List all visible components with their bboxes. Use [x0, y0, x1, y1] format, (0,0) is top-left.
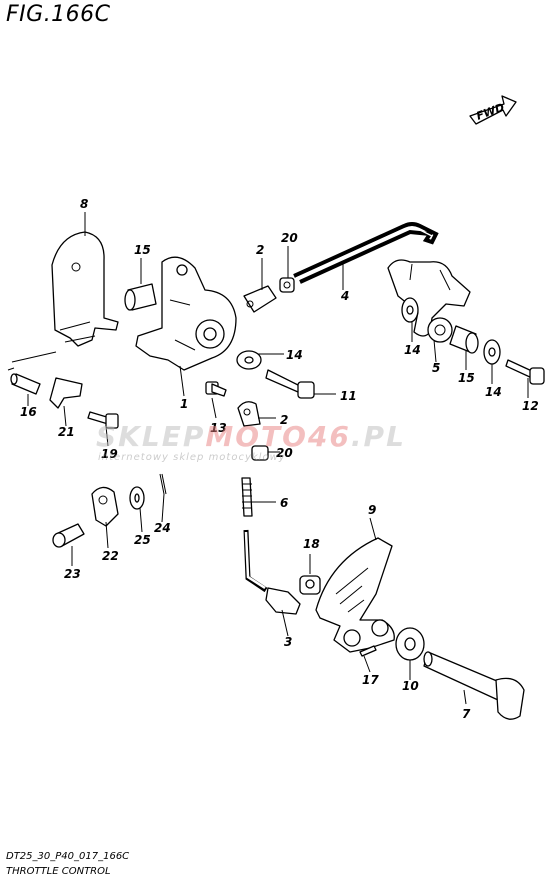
callout-19: 19 — [101, 447, 118, 461]
part-25-washer — [129, 486, 145, 510]
part-14-washer-b — [401, 297, 419, 323]
callout-24: 24 — [154, 521, 171, 535]
callout-17: 17 — [362, 673, 379, 687]
part-6-rod — [241, 477, 268, 593]
callout-4: 4 — [340, 289, 349, 303]
part-23-pin — [52, 523, 85, 548]
callout-8: 8 — [80, 197, 88, 211]
callout-5: 5 — [432, 361, 440, 375]
footer-name: THROTTLE CONTROL — [6, 866, 111, 877]
part-2-link-lower — [237, 401, 261, 427]
callout-23: 23 — [64, 567, 81, 581]
part-9-lever — [315, 537, 395, 653]
callout-9: 9 — [368, 503, 376, 517]
figure-title: FIG.166C — [6, 2, 111, 27]
watermark-moto46: MOTO46 — [205, 420, 351, 453]
callout-16: 16 — [20, 405, 37, 419]
callout-1: 1 — [180, 397, 188, 411]
part-16-pin — [10, 373, 41, 395]
part-24-cotter-pin — [159, 473, 167, 495]
part-11-bolt — [265, 369, 315, 399]
part-4-rod — [293, 222, 439, 284]
part-17-pin — [359, 645, 377, 657]
svg-text:SKLEPMOTO46.PL: SKLEPMOTO46.PL — [96, 420, 406, 453]
part-12-bolt — [505, 359, 545, 385]
callout-20-lower: 20 — [276, 446, 293, 460]
callout-14-a: 14 — [286, 348, 303, 362]
callout-2-upper: 2 — [256, 243, 264, 257]
watermark: SKLEPMOTO46.PL internetowy sklep motocyk… — [96, 420, 406, 463]
callout-2-lower: 2 — [280, 413, 288, 427]
part-14-washer-a — [236, 350, 262, 370]
callout-13: 13 — [210, 421, 227, 435]
part-22-clip — [91, 486, 119, 527]
part-21-clip — [49, 377, 83, 409]
leader-lines — [27, 212, 529, 705]
callout-14-b: 14 — [404, 343, 421, 357]
callout-12: 12 — [522, 399, 539, 413]
callout-6: 6 — [280, 496, 288, 510]
callout-15-right: 15 — [458, 371, 475, 385]
part-7-shaft — [423, 651, 525, 720]
part-14-washer-c — [483, 339, 501, 365]
part-20-nut-upper — [279, 277, 295, 293]
fwd-label: FWD — [475, 101, 506, 123]
watermark-pl: .PL — [351, 420, 406, 453]
callout-25: 25 — [134, 533, 151, 547]
part-3-clip — [265, 587, 301, 615]
part-19-bolt — [87, 411, 119, 429]
part-5-lever — [387, 259, 471, 343]
footer-code: DT25_30_P40_017_166C — [6, 851, 130, 862]
callout-3: 3 — [284, 635, 292, 649]
part-13-screw — [205, 381, 227, 397]
callout-labels: 1 2 2 3 4 5 6 7 8 9 10 11 12 13 14 14 14… — [20, 197, 539, 721]
part-15-bushing-right — [449, 325, 479, 354]
watermark-sklep: SKLEP — [96, 420, 205, 453]
callout-14-c: 14 — [485, 385, 502, 399]
callout-11: 11 — [340, 389, 357, 403]
callout-10: 10 — [402, 679, 419, 693]
callout-18: 18 — [303, 537, 320, 551]
part-2-link-upper — [243, 285, 277, 313]
part-10-spacer — [395, 627, 425, 661]
callout-15-left: 15 — [134, 243, 151, 257]
callout-7: 7 — [462, 707, 471, 721]
part-18-bushing — [299, 575, 321, 595]
part-8-bracket — [51, 231, 119, 347]
callout-20-upper: 20 — [281, 231, 298, 245]
watermark-subtitle: internetowy sklep motocyklowy — [98, 452, 286, 463]
callout-21: 21 — [58, 425, 75, 439]
part-1-throttle-cam — [135, 256, 237, 371]
fwd-arrow-icon: FWD — [469, 95, 517, 125]
callout-22: 22 — [102, 549, 119, 563]
part-15-bushing — [124, 283, 157, 311]
part-20-nut-lower — [251, 445, 269, 461]
